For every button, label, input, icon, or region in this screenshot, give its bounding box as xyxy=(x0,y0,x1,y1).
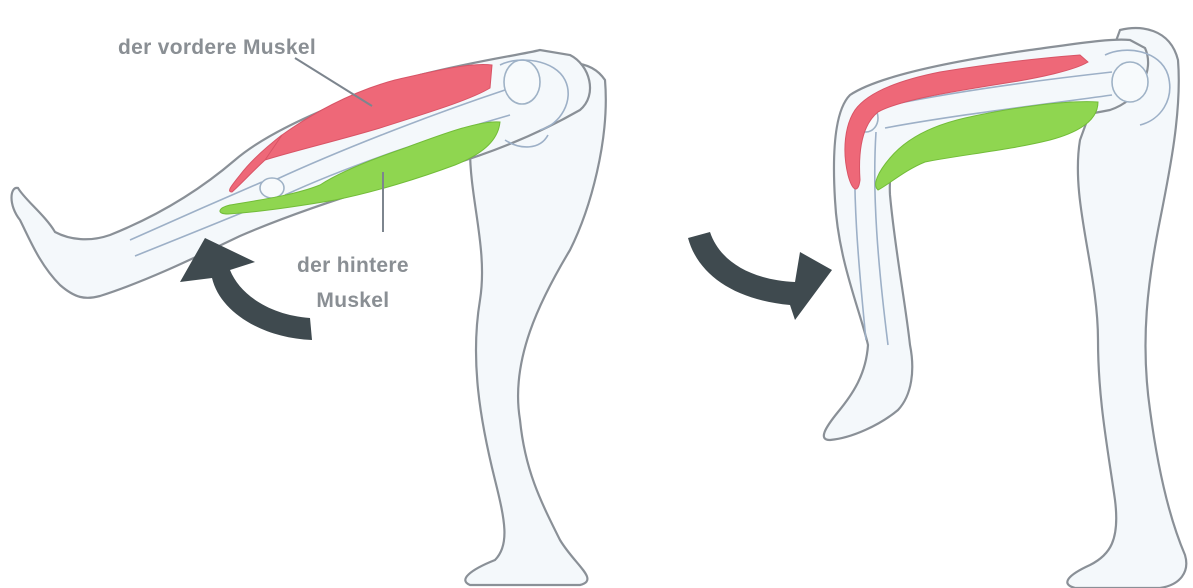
back-muscle-label: der hintere Muskel xyxy=(297,248,409,318)
front-muscle-label: der vordere Muskel xyxy=(118,36,316,60)
back-muscle-label-line1: der hintere xyxy=(297,248,409,283)
right-rotation-arrow xyxy=(688,232,832,320)
back-muscle-label-line2: Muskel xyxy=(297,283,409,318)
left-rotation-arrow xyxy=(180,238,312,340)
right-panel xyxy=(688,28,1186,588)
